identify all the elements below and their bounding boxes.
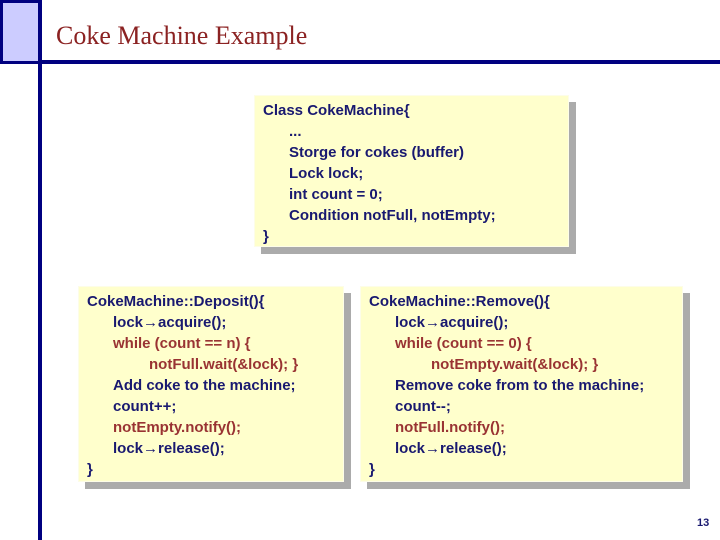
code-line: while (count == n) {: [113, 335, 251, 352]
code-line: notEmpty.notify();: [113, 419, 242, 436]
corner-accent-square: [0, 0, 42, 64]
code-line: }: [263, 228, 269, 245]
remove-method-box: CokeMachine::Remove(){ lock→acquire(); w…: [360, 286, 683, 482]
code-line: CokeMachine::Deposit(){: [87, 293, 265, 310]
code-line: }: [369, 461, 375, 478]
page-title: Coke Machine Example: [56, 21, 308, 50]
code-line: }: [87, 461, 93, 478]
code-line: int count = 0;: [289, 186, 383, 203]
code-line: Lock lock;: [289, 165, 364, 182]
code-line: lock→release();: [395, 440, 507, 457]
code-line: lock→acquire();: [113, 314, 227, 331]
code-line: Add coke to the machine;: [113, 377, 296, 394]
code-line: while (count == 0) {: [395, 335, 532, 352]
class-definition-box: Class CokeMachine{ ... Storge for cokes …: [254, 95, 569, 247]
code-line: count--;: [395, 398, 451, 415]
code-line: notFull.wait(&lock); }: [149, 356, 299, 373]
code-line: lock→acquire();: [395, 314, 509, 331]
code-line: CokeMachine::Remove(){: [369, 293, 550, 310]
horizontal-rule: [38, 60, 720, 64]
code-line: notEmpty.wait(&lock); }: [431, 356, 599, 373]
page-number: 13: [697, 517, 710, 529]
code-line: ...: [289, 123, 302, 140]
code-line: count++;: [113, 398, 177, 415]
deposit-method-box: CokeMachine::Deposit(){ lock→acquire(); …: [78, 286, 344, 482]
code-line: Remove coke from to the machine;: [395, 377, 645, 394]
code-line: Condition notFull, notEmpty;: [289, 207, 496, 224]
code-line: lock→release();: [113, 440, 225, 457]
code-line: Class CokeMachine{: [263, 102, 410, 119]
code-line: Storge for cokes (buffer): [289, 144, 465, 161]
code-line: notFull.notify();: [395, 419, 505, 436]
vertical-rule: [38, 0, 42, 540]
